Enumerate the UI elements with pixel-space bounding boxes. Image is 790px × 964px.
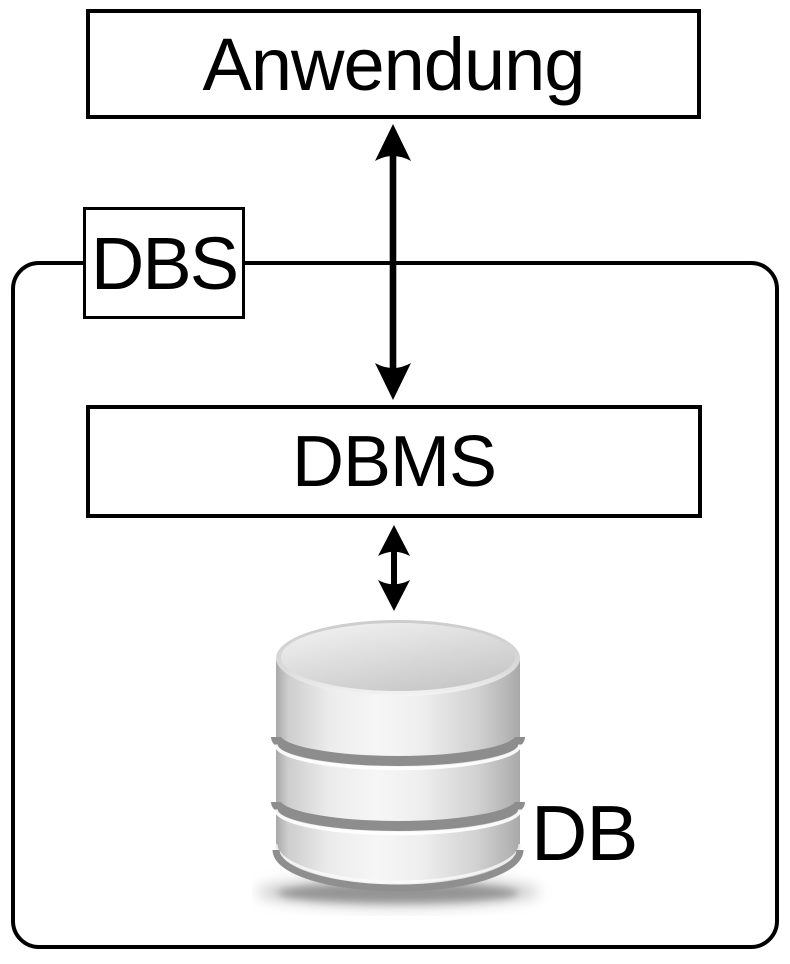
dbs-label: DBS bbox=[90, 221, 239, 305]
database-cylinder-icon bbox=[256, 620, 540, 907]
application-label: Anwendung bbox=[202, 22, 586, 106]
application-box: Anwendung bbox=[86, 9, 701, 119]
arrow-dbms-db bbox=[378, 525, 410, 611]
db-label: DB bbox=[531, 789, 638, 877]
arrow-application-dbms bbox=[375, 124, 411, 400]
dbs-label-box: DBS bbox=[83, 207, 245, 319]
dbms-label: DBMS bbox=[291, 421, 497, 502]
dbms-box: DBMS bbox=[86, 405, 702, 518]
